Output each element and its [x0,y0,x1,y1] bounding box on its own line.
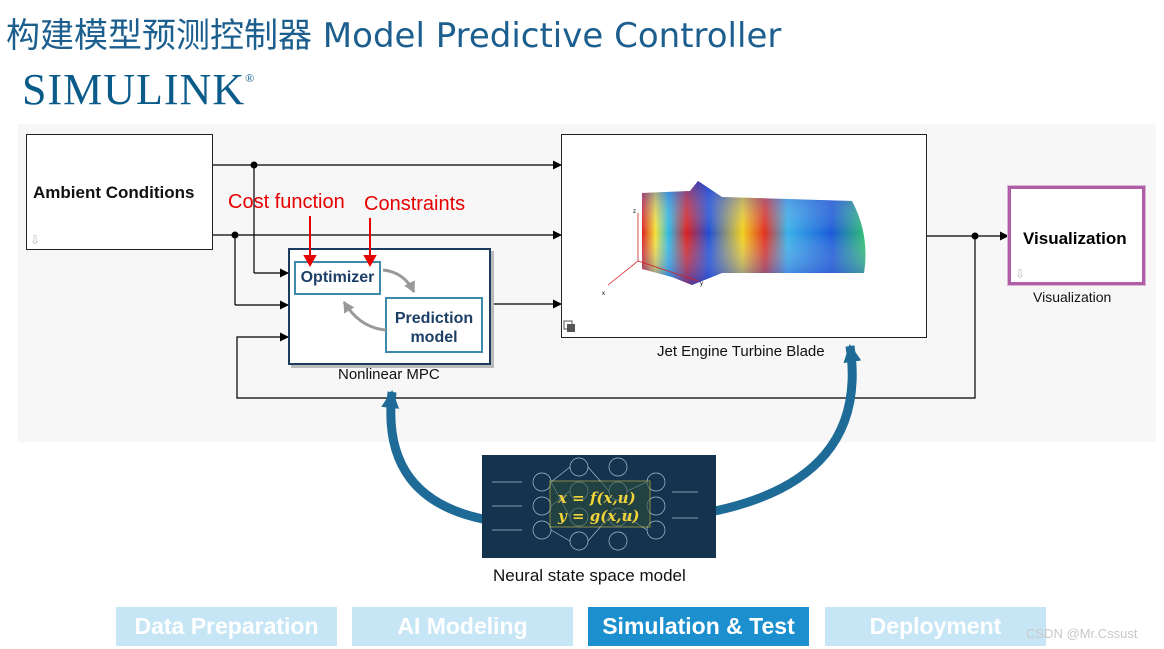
stage-simulation-test[interactable]: Simulation & Test [588,607,809,646]
axis-y-label: y [700,281,703,287]
stage-deployment[interactable]: Deployment [825,607,1046,646]
visualization-caption: Visualization [1033,289,1112,305]
wire-feedback [236,236,976,399]
visualization-block[interactable]: Visualization ⇩ [1008,186,1145,285]
page-title: 构建模型预测控制器 Model Predictive Controller [6,16,782,56]
equation-output: y = g(x,u) [558,507,640,525]
mpc-caption: Nonlinear MPC [338,366,440,383]
turbine-caption: Jet Engine Turbine Blade [657,343,825,360]
subsystem-icon [563,320,575,332]
ambient-conditions-block[interactable]: Ambient Conditions ⇩ [26,134,213,250]
stage-data-preparation[interactable]: Data Preparation [116,607,337,646]
simulink-logo: SIMULINK® [22,64,255,115]
junction-dot [971,232,979,240]
watermark: CSDN @Mr.Cssust [1026,626,1138,641]
prediction-line-1: Prediction [394,310,474,327]
logo-text: SIMULINK [22,65,246,114]
junction-dot [231,231,239,239]
stage-ai-modeling[interactable]: AI Modeling [352,607,573,646]
model-to-optimizer-arrow [342,301,387,332]
arrow-down-icon: ⇩ [30,233,41,247]
turbine-blade-block[interactable]: z x y [561,134,927,338]
neural-network-image: x = f(x,u) y = g(x,u) [482,455,716,558]
cost-function-label: Cost function [228,191,345,213]
junction-dot [250,161,258,169]
axis-x-label: x [602,291,605,297]
equation-state: x = f(x,u) [558,489,636,507]
constraints-label: Constraints [364,193,466,215]
visualization-label: Visualization [1023,229,1127,248]
optimizer-block: Optimizer [294,261,381,295]
curved-arrow-icon [381,390,489,525]
ambient-label: Ambient Conditions [33,183,195,202]
axis-z-label: z [633,209,636,215]
prediction-model-block: Prediction model [385,297,483,353]
optimizer-to-model-arrow [382,268,416,293]
turbine-blade-plot: z x y [563,181,866,332]
prediction-line-2: model [410,329,458,346]
curved-arrow-icon [709,344,862,517]
neural-caption: Neural state space model [493,566,686,585]
registered-mark: ® [245,71,256,86]
neural-equations: x = f(x,u) y = g(x,u) [558,489,639,525]
arrow-down-icon: ⇩ [1015,267,1026,281]
